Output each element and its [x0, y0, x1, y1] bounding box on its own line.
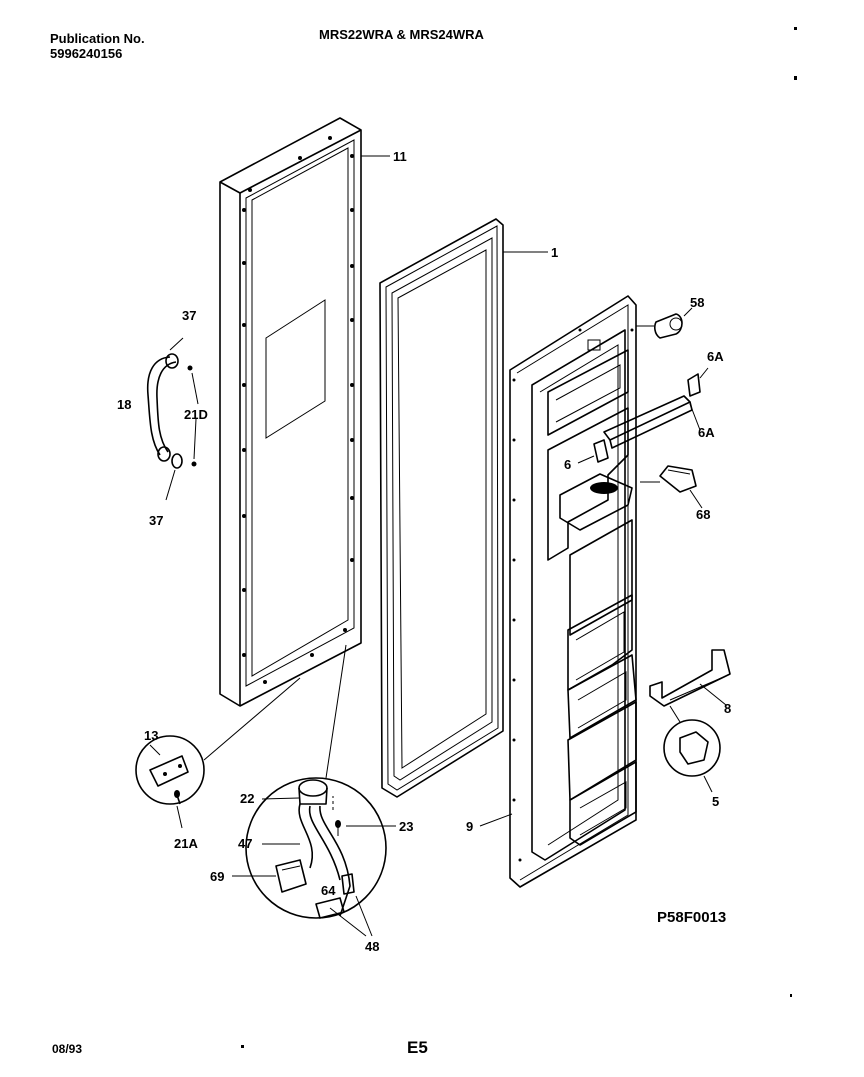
callout-21d: 21D	[184, 407, 208, 422]
callout-69: 69	[210, 869, 224, 884]
door-handle	[146, 337, 199, 501]
callout-23: 23	[399, 819, 413, 834]
callout-18: 18	[117, 397, 131, 412]
callout-11: 11	[393, 149, 407, 164]
publication-number: 5996240156	[50, 46, 123, 61]
callout-13: 13	[144, 728, 158, 743]
footer-page-code: E5	[407, 1038, 428, 1057]
callout-48: 48	[365, 939, 379, 954]
callout-labels: 11 1 58 6A 6A 6 68 37 18 21D 37 8 5 13 2…	[117, 149, 731, 954]
publication-label: Publication No.	[50, 31, 145, 46]
callout-9: 9	[466, 819, 473, 834]
callout-58: 58	[690, 295, 704, 310]
outer-door-panel	[219, 117, 362, 707]
footer-date: 08/93	[52, 1042, 83, 1056]
door-gasket	[379, 218, 504, 798]
callout-5: 5	[712, 794, 719, 809]
callout-47: 47	[238, 836, 252, 851]
callout-8: 8	[724, 701, 731, 716]
dispenser-small-parts	[577, 307, 731, 793]
inner-door-liner	[509, 295, 637, 888]
figure-code: P58F0013	[657, 909, 726, 926]
model-title: MRS22WRA & MRS24WRA	[319, 27, 484, 42]
callout-6: 6	[564, 457, 571, 472]
callout-37-top: 37	[182, 308, 196, 323]
callout-68: 68	[696, 507, 710, 522]
callout-1: 1	[551, 245, 558, 260]
hinge-callout	[135, 677, 301, 829]
callout-6a-clip: 6A	[707, 349, 724, 364]
callout-21a: 21A	[174, 836, 198, 851]
leader-9	[479, 813, 513, 827]
callout-6a-bar: 6A	[698, 425, 715, 440]
callout-22: 22	[240, 791, 254, 806]
callout-37-bottom: 37	[149, 513, 163, 528]
wiring-callout	[232, 644, 396, 937]
callout-64: 64	[321, 883, 336, 898]
